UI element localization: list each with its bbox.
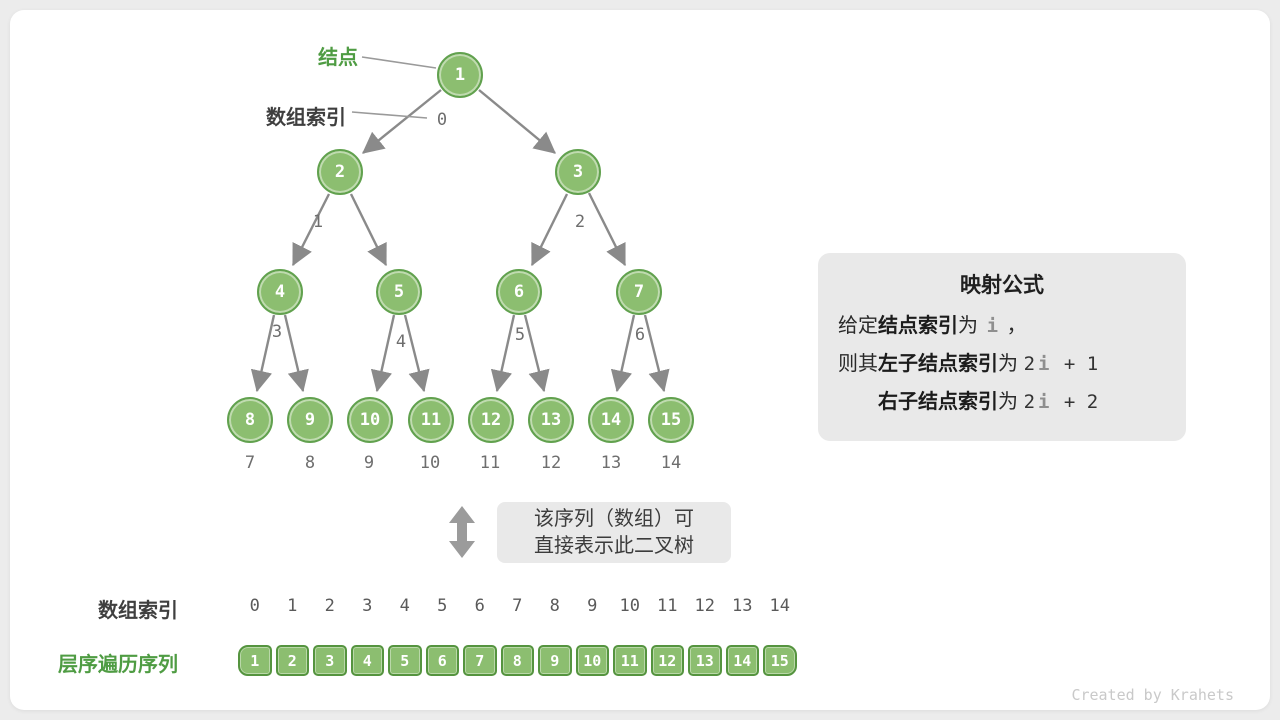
array-index-row: 0 1 2 3 4 5 6 7 8 9 10 11 12 13 14 [238, 595, 797, 617]
array-index: 4 [399, 596, 410, 616]
sequence-note-line2: 直接表示此二叉树 [534, 534, 694, 557]
array-cell: 8 [500, 645, 534, 676]
tree-node: 10 [347, 397, 393, 443]
node-index: 14 [660, 453, 682, 473]
array-index: 11 [657, 596, 678, 616]
tree-node: 5 [376, 269, 422, 315]
node-index: 4 [395, 332, 407, 352]
bottom-array-index-label: 数组索引 [98, 600, 178, 622]
level-order-sequence-label: 层序遍历序列 [58, 654, 178, 676]
node-index: 5 [514, 325, 526, 345]
node-index: 6 [634, 325, 646, 345]
array-index: 3 [362, 596, 373, 616]
node-index: 0 [436, 110, 448, 130]
array-index: 9 [587, 596, 598, 616]
node-index: 11 [479, 453, 501, 473]
node-index: 7 [244, 453, 256, 473]
tree-node: 14 [588, 397, 634, 443]
sequence-note: 该序列（数组）可 直接表示此二叉树 [497, 502, 731, 563]
formula-line: 给定结点索引为 i ， [838, 315, 1027, 337]
tree-node: 1 [437, 52, 483, 98]
sequence-note-line1: 该序列（数组）可 [534, 507, 694, 530]
array-index: 5 [437, 596, 448, 616]
array-cell: 12 [650, 645, 684, 676]
array-index: 0 [249, 596, 260, 616]
node-annotation-label: 结点 [318, 47, 358, 69]
array-cell: 4 [350, 645, 384, 676]
array-cell: 14 [725, 645, 759, 676]
tree-node: 6 [496, 269, 542, 315]
watermark: Created by Krahets [1071, 686, 1234, 704]
up-down-arrow-icon [449, 506, 475, 558]
array-index: 10 [619, 596, 640, 616]
node-index: 10 [419, 453, 441, 473]
array-cell: 11 [613, 645, 647, 676]
node-index: 12 [540, 453, 562, 473]
array-cell: 3 [313, 645, 347, 676]
array-cell: 9 [538, 645, 572, 676]
node-index: 13 [600, 453, 622, 473]
array-cell: 6 [425, 645, 459, 676]
array-cell: 10 [575, 645, 609, 676]
tree-node: 3 [555, 149, 601, 195]
node-index: 8 [304, 453, 316, 473]
node-index: 9 [363, 453, 375, 473]
node-index: 2 [574, 212, 586, 232]
array-cell: 7 [463, 645, 497, 676]
array-index-annotation-label: 数组索引 [266, 107, 346, 129]
tree-node: 2 [317, 149, 363, 195]
array-cell: 2 [275, 645, 309, 676]
array-index: 6 [474, 596, 485, 616]
tree-node: 12 [468, 397, 514, 443]
node-index: 3 [271, 322, 283, 342]
tree-node: 11 [408, 397, 454, 443]
array-cell: 15 [763, 645, 797, 676]
array-index: 2 [324, 596, 335, 616]
level-order-array: 1 2 3 4 5 6 7 8 9 10 11 12 13 14 15 [238, 645, 797, 676]
array-cell: 1 [238, 645, 272, 676]
array-cell: 5 [388, 645, 422, 676]
tree-node: 15 [648, 397, 694, 443]
array-cell: 13 [688, 645, 722, 676]
array-index: 13 [732, 596, 753, 616]
array-index: 8 [549, 596, 560, 616]
tree-node: 13 [528, 397, 574, 443]
tree-node: 8 [227, 397, 273, 443]
formula-title: 映射公式 [960, 274, 1044, 297]
array-index: 7 [512, 596, 523, 616]
tree-node: 9 [287, 397, 333, 443]
array-index: 1 [287, 596, 298, 616]
array-index: 14 [769, 596, 790, 616]
array-index: 12 [694, 596, 715, 616]
node-index: 1 [312, 212, 324, 232]
tree-node: 4 [257, 269, 303, 315]
tree-node: 7 [616, 269, 662, 315]
